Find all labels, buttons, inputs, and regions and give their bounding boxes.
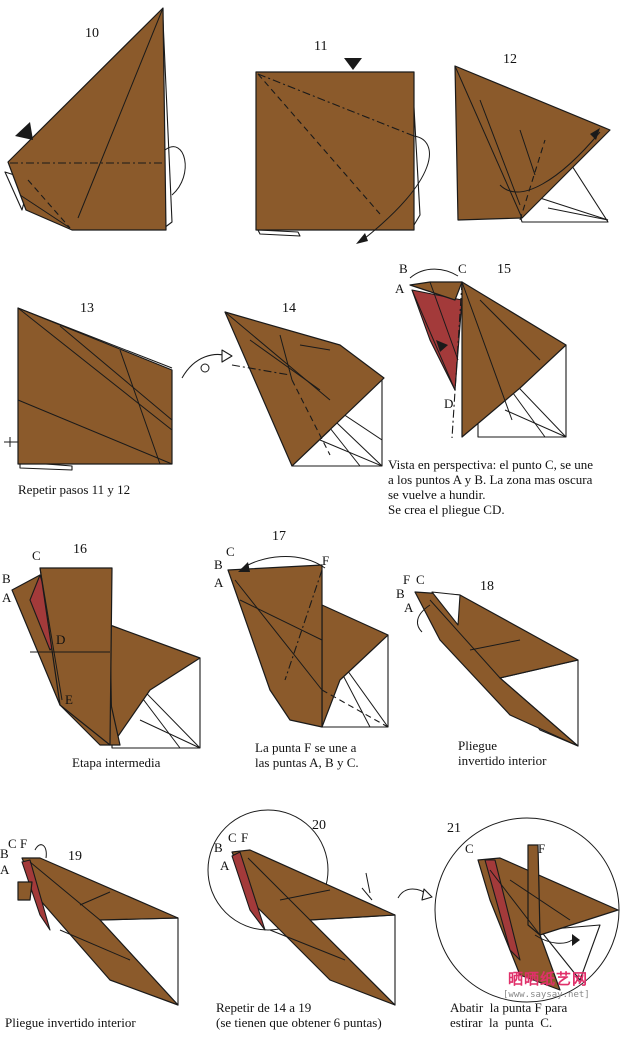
step-14-figure: 14: [224, 301, 385, 467]
point-F-17: F: [322, 553, 329, 568]
point-D-16: D: [56, 632, 65, 647]
point-C-16: C: [32, 548, 41, 563]
step-16-number: 16: [73, 542, 87, 557]
step-10-figure: 10: [4, 7, 186, 231]
caption-step-13: Repetir pasos 11 y 12: [18, 482, 131, 497]
point-B-18: B: [396, 586, 405, 601]
point-C-17: C: [226, 544, 235, 559]
step-17-figure: C B A F 17: [214, 529, 389, 728]
point-C-21: C: [465, 841, 474, 856]
step-18-number: 18: [480, 579, 494, 594]
caption-step-17-line1: La punta F se une a: [255, 740, 357, 755]
step-13-number: 13: [80, 301, 94, 316]
step-21-figure: C F 21: [434, 817, 620, 1003]
step-13-figure: 13: [4, 301, 173, 471]
point-C-19: C: [8, 836, 17, 851]
step-17-number: 17: [272, 529, 286, 544]
caption-step-15-line1: Vista en perspectiva: el punto C, se une: [388, 457, 593, 472]
step-12-figure: 12: [454, 52, 611, 223]
step-21-number: 21: [447, 821, 461, 836]
point-B-19: B: [0, 846, 9, 861]
step-15-number: 15: [497, 262, 511, 277]
step-20-number: 20: [312, 818, 326, 833]
watermark-url: [www.saysay.net]: [503, 990, 590, 1000]
point-F-18: F: [403, 572, 410, 587]
point-B-15: B: [399, 261, 408, 276]
point-D-15: D: [444, 396, 453, 411]
point-A-20: A: [220, 858, 230, 873]
step-14-number: 14: [282, 301, 296, 316]
point-B-17: B: [214, 557, 223, 572]
step-12-number: 12: [503, 52, 517, 67]
point-F-20: F: [241, 830, 248, 845]
caption-step-18-line1: Pliegue: [458, 738, 497, 753]
point-C-18: C: [416, 572, 425, 587]
point-E-16: E: [65, 692, 73, 707]
step-16-figure: C B A D E 16: [2, 542, 201, 749]
step-11-number: 11: [314, 39, 327, 54]
caption-step-20-line2: (se tienen que obtener 6 puntas): [216, 1015, 382, 1030]
caption-step-19: Pliegue invertido interior: [5, 1015, 136, 1030]
step-10-number: 10: [85, 26, 99, 41]
caption-step-21-line2: estirar la punta C.: [450, 1015, 553, 1030]
caption-step-20-line1: Repetir de 14 a 19: [216, 1000, 312, 1015]
step-19-number: 19: [68, 849, 82, 864]
point-B-20: B: [214, 840, 223, 855]
point-F-19: F: [20, 836, 27, 851]
caption-step-21-line1: Abatir la punta F para: [450, 1000, 568, 1015]
point-A-19: A: [0, 862, 10, 877]
caption-step-15-line4: Se crea el pliegue CD.: [388, 502, 505, 517]
point-A-17: A: [214, 575, 224, 590]
step-15-figure: B A C D 15: [395, 261, 567, 439]
step-19-figure: C B F A 19: [0, 836, 179, 1006]
between-13-14-arrow: [181, 349, 233, 379]
step-11-figure: 11: [255, 39, 430, 244]
step-18-figure: F C B A 18: [396, 572, 579, 747]
point-B-16: B: [2, 571, 11, 586]
point-A-18: A: [404, 600, 414, 615]
point-A-16: A: [2, 590, 12, 605]
step-20-figure: C F B A 20: [207, 809, 396, 1006]
point-C-20: C: [228, 830, 237, 845]
point-A-15: A: [395, 281, 405, 296]
caption-step-18-line2: invertido interior: [458, 753, 547, 768]
point-C-15: C: [458, 261, 467, 276]
caption-step-17-line2: las puntas A, B y C.: [255, 755, 359, 770]
between-20-21-arrow: [397, 888, 433, 901]
watermark-logo: 晒晒纸艺网: [508, 970, 589, 988]
caption-step-15-line3: se vuelve a hundir.: [388, 487, 486, 502]
caption-step-15-line2: a los puntos A y B. La zona mas oscura: [388, 472, 593, 487]
point-F-21: F: [538, 841, 545, 856]
caption-step-16: Etapa intermedia: [72, 755, 161, 770]
